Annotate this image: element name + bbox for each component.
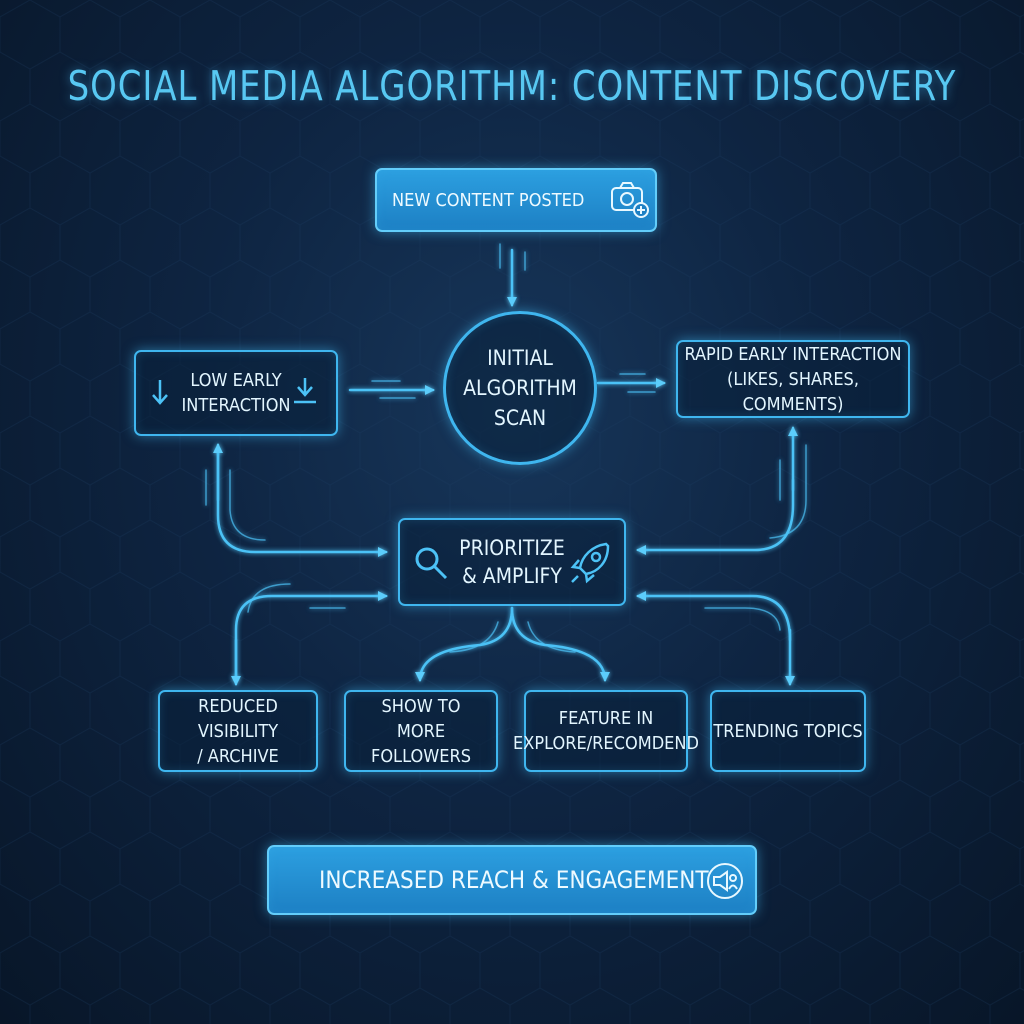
- trending-label: TRENDING TOPICS: [713, 720, 863, 742]
- prioritize-line-1: PRIORITIZE: [459, 536, 565, 560]
- rapid-line-1: RAPID EARLY INTERACTION: [684, 343, 902, 365]
- low-line-2: INTERACTION: [181, 395, 291, 416]
- node-trending-topics: TRENDING TOPICS: [710, 690, 866, 772]
- scan-line-2: ALGORITHM: [463, 376, 577, 400]
- reduced-line-2: / ARCHIVE: [197, 745, 279, 767]
- node-initial-algorithm-scan: INITIAL ALGORITHM SCAN: [443, 311, 597, 465]
- scan-line-3: SCAN: [493, 406, 547, 430]
- node-feature-explore: FEATURE IN EXPLORE/RECOMDEND: [513, 690, 699, 772]
- rapid-line-2: (LIKES, SHARES, COMMENTS): [727, 368, 859, 415]
- show-line-2: MORE FOLLOWERS: [371, 720, 471, 767]
- low-line-1: LOW EARLY: [190, 370, 282, 391]
- diagram-title: SOCIAL MEDIA ALGORITHM: CONTENT DISCOVER…: [67, 62, 957, 110]
- camera-icon: [611, 182, 649, 218]
- arrow-to-show-more: [415, 606, 514, 682]
- arrow-to-feature: [510, 606, 610, 682]
- node-rapid-early-interaction: RAPID EARLY INTERACTION (LIKES, SHARES, …: [676, 340, 910, 418]
- magnifier-icon: [415, 547, 448, 580]
- arrow-reduced-to-prioritize: [234, 591, 388, 684]
- megaphone-people-icon: [707, 863, 743, 899]
- down-arrow-icon: [152, 380, 168, 405]
- feature-line-2: EXPLORE/RECOMDEND: [513, 733, 699, 754]
- show-line-1: SHOW TO: [381, 695, 461, 717]
- prioritize-line-2: & AMPLIFY: [462, 564, 562, 588]
- rocket-icon: [570, 542, 610, 584]
- feature-line-1: FEATURE IN: [558, 708, 654, 729]
- node-low-early-interaction: LOW EARLY INTERACTION: [134, 350, 338, 436]
- node-new-content-label: NEW CONTENT POSTED: [392, 189, 585, 211]
- arrow-rapid-to-prioritize: [636, 478, 795, 555]
- node-prioritize-amplify: PRIORITIZE & AMPLIFY: [398, 518, 626, 606]
- arrow-trending-to-prioritize: [636, 591, 792, 642]
- node-show-to-more-followers: SHOW TO MORE FOLLOWERS: [344, 690, 498, 772]
- node-reduced-visibility: REDUCED VISIBILITY / ARCHIVE: [158, 690, 318, 772]
- arrow-low-to-prioritize: [216, 446, 388, 557]
- node-increased-reach: INCREASED REACH & ENGAGEMENT: [267, 845, 757, 915]
- scan-line-1: INITIAL: [487, 346, 553, 370]
- download-icon: [294, 378, 316, 404]
- node-new-content-posted: NEW CONTENT POSTED: [375, 168, 657, 232]
- reduced-line-1: REDUCED VISIBILITY: [197, 695, 279, 742]
- increased-label: INCREASED REACH & ENGAGEMENT: [319, 865, 709, 894]
